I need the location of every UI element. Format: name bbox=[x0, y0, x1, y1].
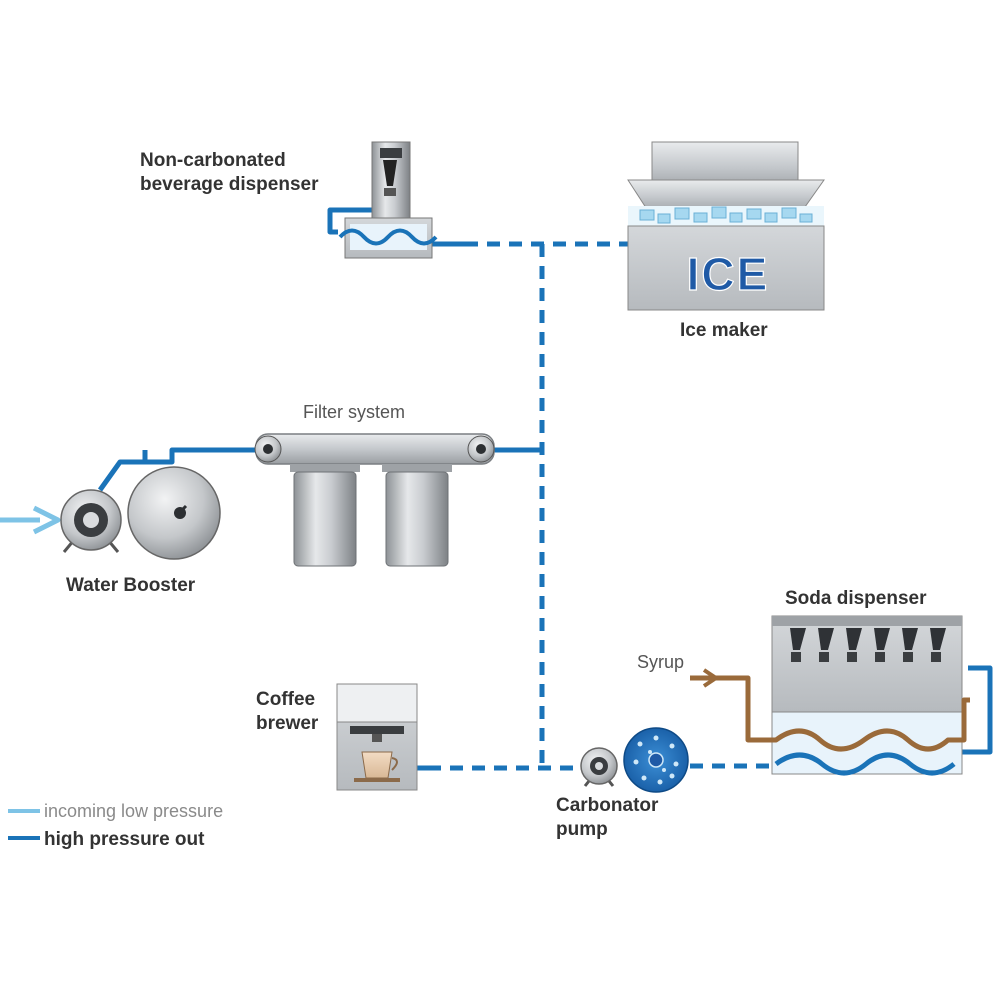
coffee-label-line2: brewer bbox=[256, 713, 319, 734]
non-carbonated-label-line1: Non-carbonated bbox=[140, 150, 286, 171]
dashed-distribution-lines bbox=[428, 241, 775, 771]
coffee-label-line1: Coffee bbox=[256, 689, 315, 710]
incoming-low-pressure-line bbox=[0, 505, 61, 535]
legend-low-pressure-label: incoming low pressure bbox=[44, 801, 223, 821]
carbonator-label-line1: Carbonator bbox=[556, 795, 659, 816]
water-booster bbox=[60, 466, 221, 560]
soda-dispenser-label: Soda dispenser bbox=[785, 588, 927, 609]
legend-high-pressure-label: high pressure out bbox=[44, 829, 205, 850]
non-carbonated-dispenser bbox=[338, 141, 438, 259]
soda-dispenser bbox=[690, 615, 970, 776]
ice-logo-text: ICE bbox=[687, 248, 770, 300]
carbonator-label-line2: pump bbox=[556, 819, 608, 840]
carbonator-pump bbox=[580, 727, 689, 793]
water-booster-label: Water Booster bbox=[66, 575, 196, 596]
ice-maker: ICE bbox=[627, 141, 825, 311]
filter-system bbox=[254, 433, 495, 567]
filter-system-label: Filter system bbox=[303, 402, 405, 422]
coffee-brewer bbox=[336, 683, 418, 791]
syrup-label: Syrup bbox=[637, 652, 684, 672]
ice-maker-label: Ice maker bbox=[680, 320, 768, 341]
legend: incoming low pressure high pressure out bbox=[8, 801, 223, 850]
non-carbonated-label-line2: beverage dispenser bbox=[140, 174, 319, 195]
